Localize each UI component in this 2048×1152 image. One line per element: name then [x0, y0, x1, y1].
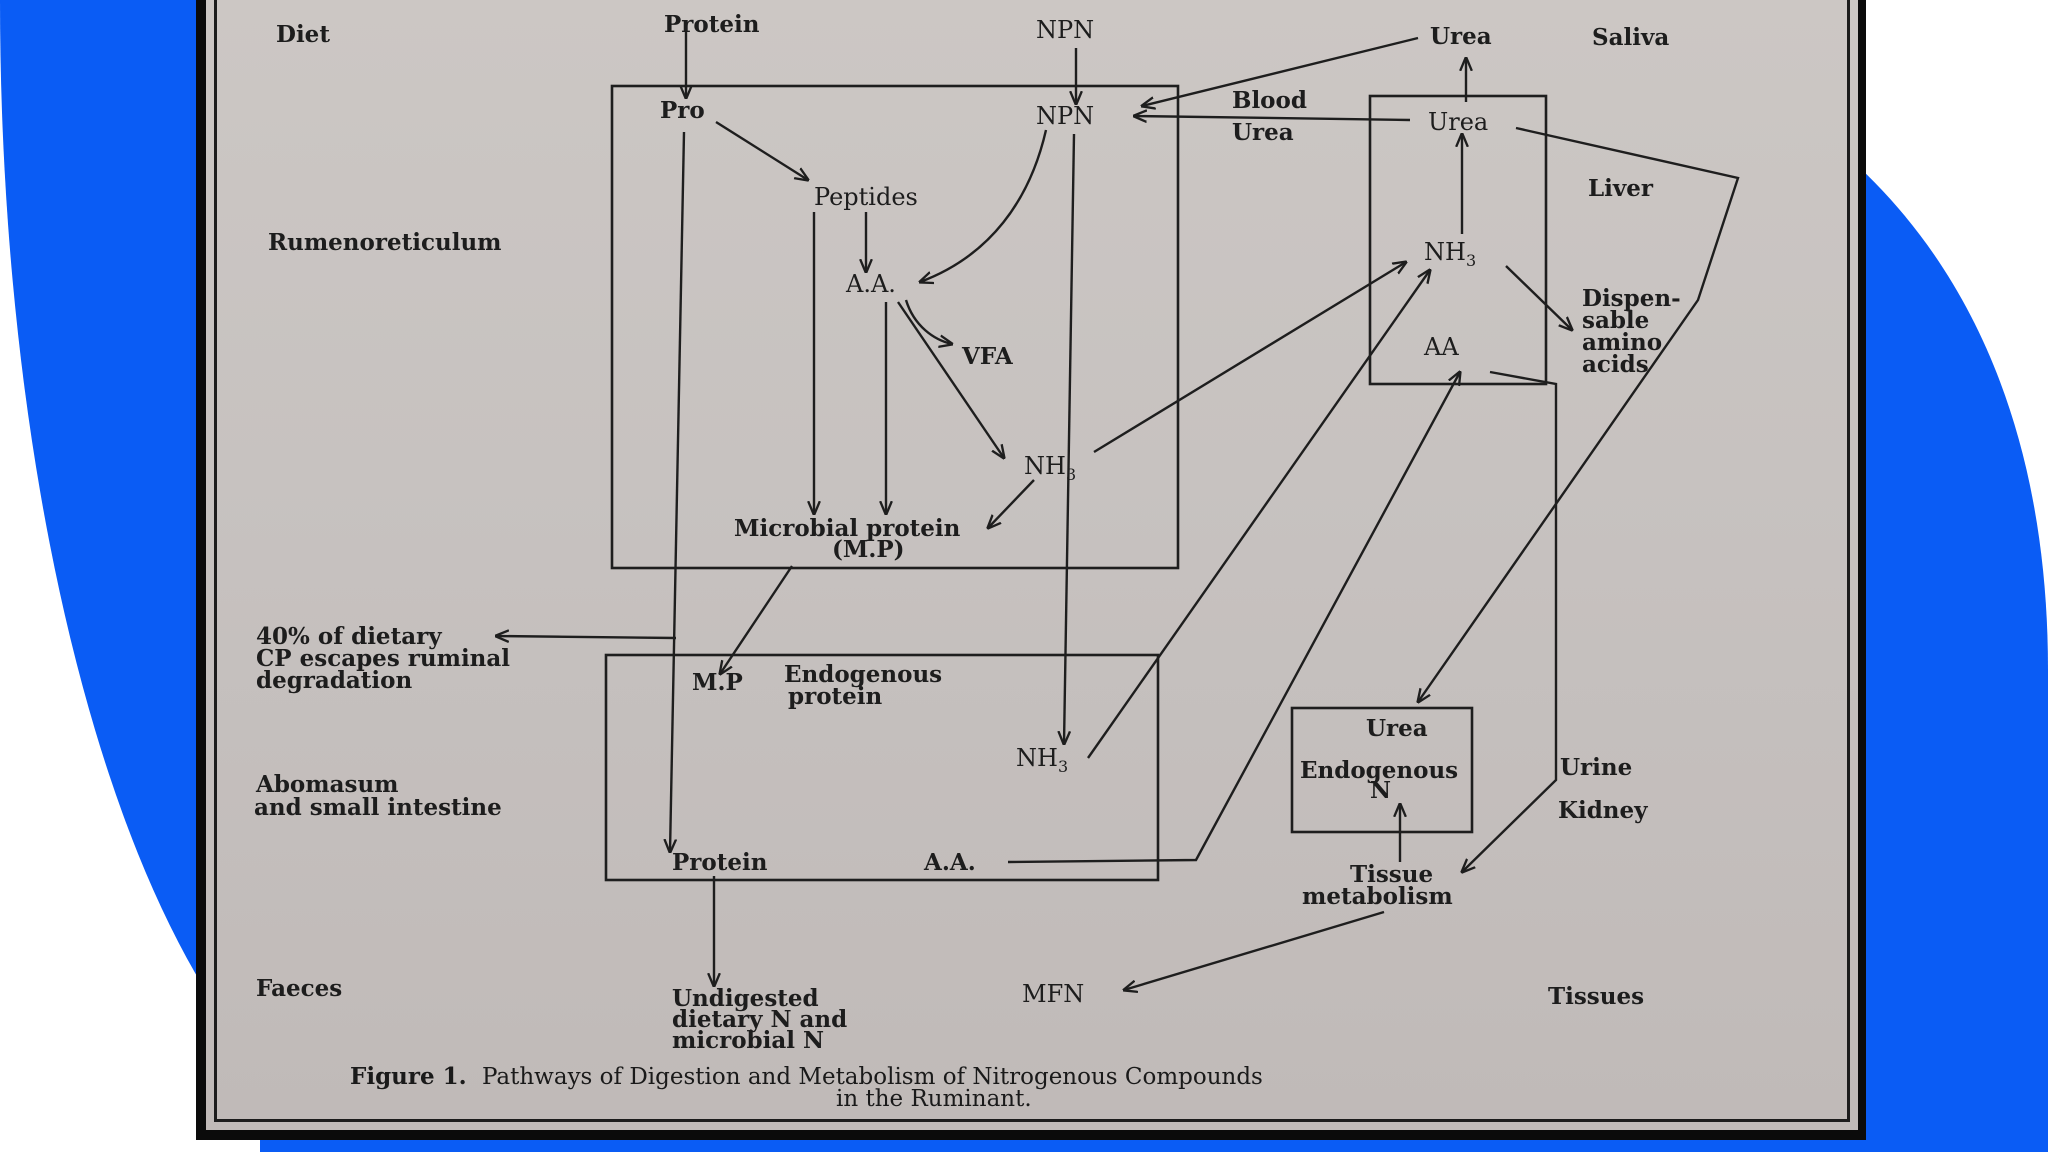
label-escape-1: 40% of dietary [256, 623, 442, 650]
arrow-intestine-aa-to-liver-aa [1007, 372, 1460, 864]
arrow-liver-nh3-to-dispensable [1505, 265, 1572, 330]
label-escape-2: CP escapes ruminal [256, 645, 510, 672]
node-microbial-protein-abbr: (M.P) [832, 536, 905, 563]
label-blood-urea: Urea [1232, 119, 1294, 146]
node-intestine-aa: A.A. [923, 849, 976, 876]
label-urine: Urine [1560, 754, 1632, 781]
node-liver-nh3: NH3 [1424, 238, 1476, 270]
label-tissues: Tissues [1548, 983, 1644, 1010]
arrow-aa-to-vfa [904, 299, 952, 344]
label-dispensable-2: sable [1582, 307, 1649, 334]
node-undigested-1: Undigested [672, 985, 819, 1012]
node-saliva-urea: Urea [1430, 23, 1492, 50]
figure-caption-line-1: Figure 1. Pathways of Digestion and Meta… [350, 1063, 1263, 1090]
node-endogenous-protein-2: protein [788, 683, 883, 710]
node-intestine-mp: M.P [692, 669, 743, 696]
scanned-figure-photo [206, 0, 1858, 1130]
label-dispensable-4: acids [1582, 351, 1649, 378]
node-intestine-nh3: NH3 [1016, 744, 1068, 776]
node-diet-protein: Protein [664, 11, 760, 38]
row-label-abomasum-1: Abomasum [255, 771, 399, 798]
arrow-nh3-to-mp [988, 479, 1035, 528]
arrow-intestine-nh3-to-liver-nh3 [1087, 270, 1430, 759]
node-intestine-protein: Protein [672, 849, 768, 876]
node-liver-aa: AA [1423, 333, 1459, 361]
row-label-faeces: Faeces [256, 975, 342, 1002]
label-blood: Blood [1232, 87, 1307, 114]
node-liver-urea: Urea [1428, 108, 1488, 136]
row-label-abomasum-2: and small intestine [254, 794, 502, 821]
arrow-rumen-nh3-to-liver-nh3 [1093, 262, 1406, 454]
rumen-box [610, 84, 1180, 570]
node-pro: Pro [660, 97, 705, 124]
node-undigested-2: dietary N and [672, 1006, 847, 1033]
node-rumen-aa: A.A. [845, 270, 896, 298]
node-undigested-3: microbial N [672, 1027, 824, 1054]
arrow-escape [496, 636, 677, 638]
node-microbial-protein: Microbial protein [734, 515, 961, 542]
node-endogenous-protein-1: Endogenous [784, 661, 942, 688]
arrow-liver-urea-to-npn [1134, 116, 1411, 120]
row-label-rumen: Rumenoreticulum [268, 229, 502, 256]
node-rumen-npn: NPN [1036, 102, 1094, 130]
arrow-mp-to-intestine-mp [720, 565, 793, 674]
node-diet-npn: NPN [1036, 16, 1094, 44]
node-kidney-urea: Urea [1366, 715, 1428, 742]
arrow-tissue-to-mfn [1124, 910, 1385, 990]
label-kidney: Kidney [1558, 797, 1648, 824]
node-mfn: MFN [1022, 980, 1084, 1008]
figure-border [214, 0, 1850, 1122]
arrow-pro-to-peptides [715, 120, 808, 180]
node-tissue-metabolism-1: Tissue [1350, 861, 1433, 888]
node-endogenous-n-1: Endogenous [1300, 757, 1458, 784]
node-rumen-nh3: NH3 [1024, 452, 1076, 484]
node-peptides: Peptides [814, 183, 918, 211]
label-liver: Liver [1588, 175, 1654, 202]
arrow-rumen-npn-to-intestine-nh3 [1064, 133, 1076, 744]
arrow-aa-to-nh3 [897, 301, 1004, 458]
arrow-npn-to-aa [920, 129, 1048, 282]
label-escape-3: degradation [256, 667, 413, 694]
intestine-box [604, 653, 1160, 882]
arrow-pro-to-intestine-protein [670, 131, 686, 852]
node-tissue-metabolism-2: metabolism [1302, 883, 1453, 910]
label-dispensable-1: Dispen- [1582, 285, 1681, 312]
label-dispensable-3: amino [1582, 329, 1662, 356]
arrow-liver-aa-to-tissue [1462, 370, 1558, 872]
node-vfa: VFA [961, 343, 1014, 370]
arrow-liver-urea-to-kidney [1418, 126, 1740, 702]
arrow-urea-to-blood [1142, 36, 1419, 106]
kidney-box [1290, 706, 1474, 834]
row-label-diet: Diet [276, 21, 330, 48]
figure-caption-line-2: in the Ruminant. [836, 1086, 1032, 1112]
node-endogenous-n-2: N [1370, 777, 1391, 804]
label-saliva: Saliva [1592, 24, 1669, 51]
